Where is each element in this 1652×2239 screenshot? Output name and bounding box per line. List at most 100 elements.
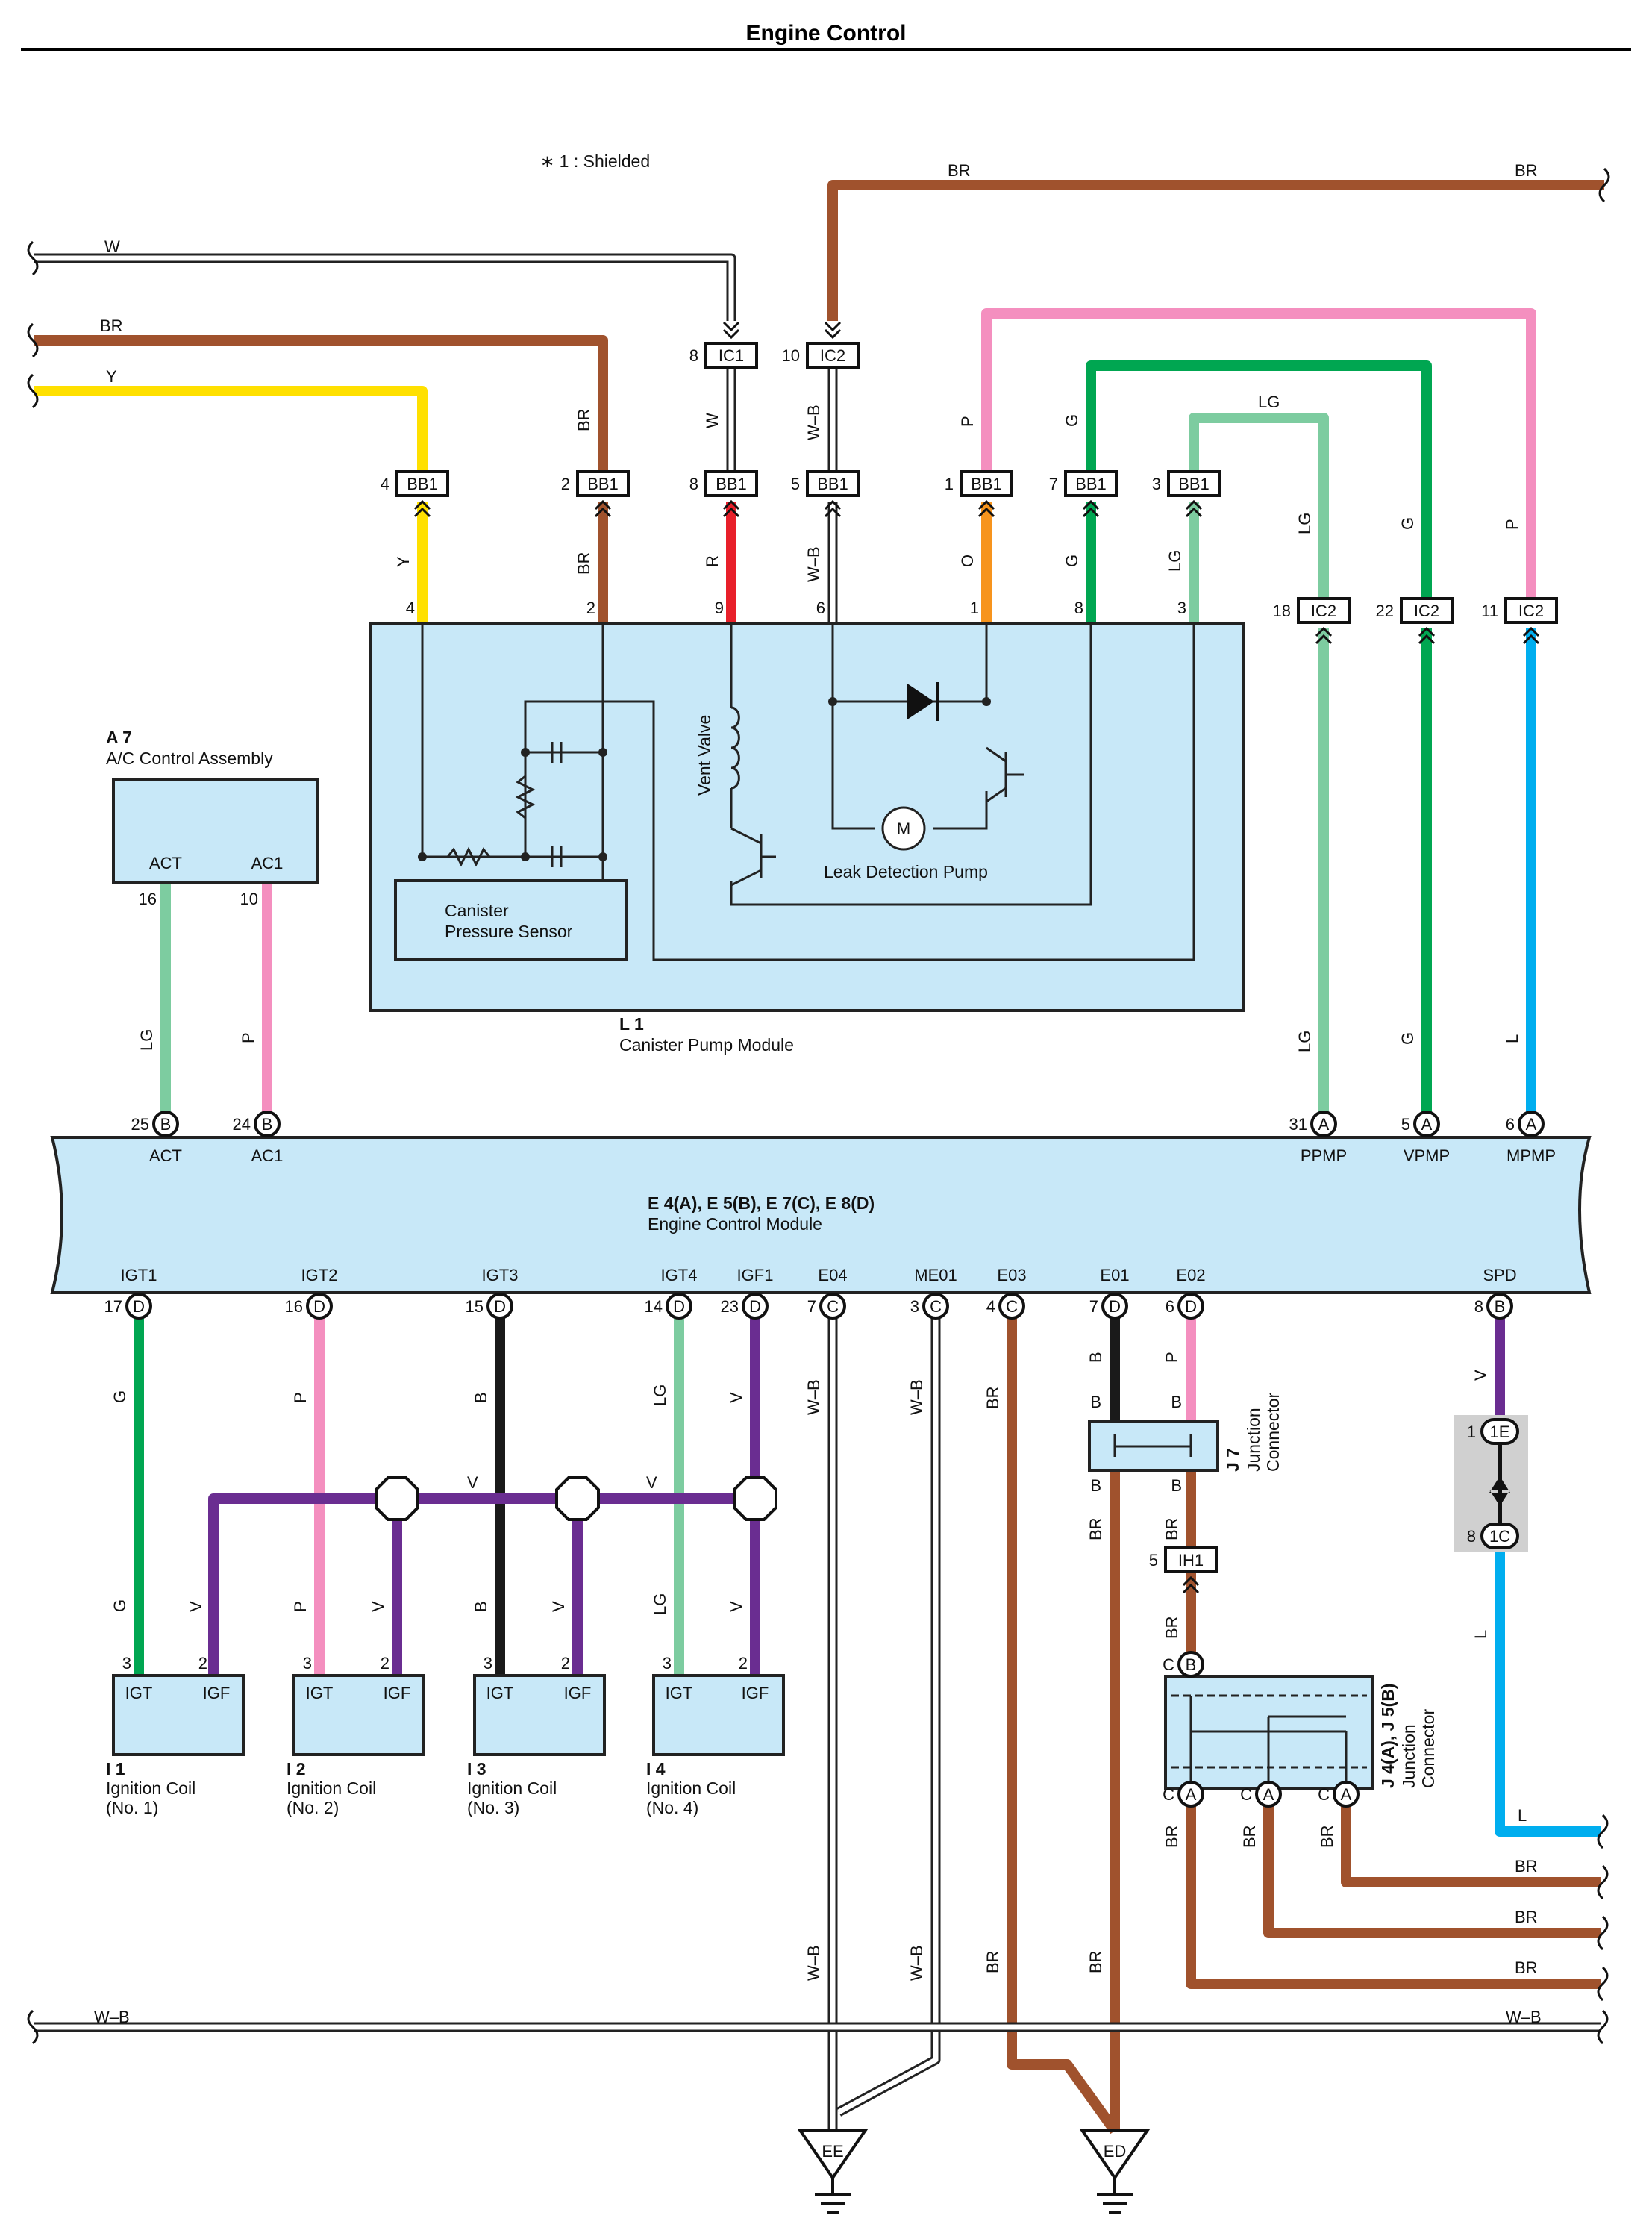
svg-text:BR: BR — [1515, 1908, 1538, 1926]
ecm-box — [50, 1136, 1592, 1294]
j45-pin-a-3: AC — [1318, 1781, 1360, 1808]
j7-code: J 7 — [1223, 1448, 1242, 1472]
j7-name-1: Junction — [1244, 1408, 1263, 1472]
motor-label: M — [897, 819, 910, 838]
ecm-pin-14: D14 — [645, 1293, 692, 1320]
svg-text:BB1: BB1 — [1075, 475, 1107, 493]
svg-text:BR: BR — [575, 552, 593, 575]
a7-pin-16: 16 — [139, 890, 157, 908]
svg-text:A: A — [1341, 1785, 1352, 1804]
svg-text:11: 11 — [1481, 602, 1498, 620]
l1-internal — [421, 624, 1195, 961]
svg-text:IC2: IC2 — [1311, 602, 1336, 620]
svg-text:C: C — [1006, 1297, 1018, 1316]
svg-text:BR: BR — [1163, 1517, 1181, 1540]
svg-text:4: 4 — [986, 1297, 995, 1316]
svg-text:8: 8 — [1467, 1527, 1476, 1546]
ecm-pin-15: D15 — [466, 1293, 513, 1320]
ecm-igt2: IGT2 — [301, 1266, 338, 1284]
conn-ic2-18: IC2 18 — [1273, 597, 1351, 645]
connectors-round: B25 B24 A31 A5 A6 D17 D16 D15 D14 D23 C7… — [104, 1111, 1545, 1808]
l1-pin-numbers: 4 2 9 6 1 8 3 — [406, 599, 1186, 617]
svg-text:BR: BR — [948, 161, 971, 180]
canister-sensor-label-1: Canister — [445, 901, 509, 920]
conn-bb1-4: BB1 4 — [381, 470, 449, 518]
svg-text:7: 7 — [807, 1297, 816, 1316]
svg-text:A: A — [1421, 1115, 1433, 1134]
coil3-igt: IGT — [486, 1684, 514, 1702]
conn-bb1-7: BB1 7 — [1049, 470, 1118, 518]
svg-text:A: A — [1318, 1115, 1330, 1134]
svg-text:LG: LG — [1166, 550, 1184, 572]
svg-text:BB1: BB1 — [817, 475, 848, 493]
coil4-name: Ignition Coil — [646, 1779, 736, 1798]
svg-text:BR: BR — [1515, 1857, 1538, 1876]
coil4-igf: IGF — [742, 1684, 769, 1702]
ground-ee-label: EE — [822, 2142, 843, 2161]
conn-ic2-22: IC2 22 — [1376, 597, 1454, 645]
svg-text:IC1: IC1 — [719, 346, 744, 365]
svg-text:15: 15 — [466, 1297, 484, 1316]
svg-text:BB1: BB1 — [587, 475, 619, 493]
svg-text:8: 8 — [1474, 1297, 1483, 1316]
svg-text:R: R — [703, 555, 722, 567]
svg-text:A: A — [1186, 1785, 1197, 1804]
svg-text:2: 2 — [739, 1654, 748, 1673]
coil3-code: I 3 — [467, 1759, 486, 1779]
conn-ic2-top: IC2 10 — [782, 321, 860, 369]
svg-text:2: 2 — [586, 599, 595, 617]
svg-text:6: 6 — [1166, 1297, 1174, 1316]
svg-text:W–B: W–B — [907, 1945, 926, 1981]
svg-text:BB1: BB1 — [971, 475, 1002, 493]
svg-text:3: 3 — [910, 1297, 919, 1316]
coil2-no: (No. 2) — [287, 1798, 339, 1817]
canister-sensor-label-2: Pressure Sensor — [445, 922, 573, 941]
ecm-pin-5: A5 — [1401, 1111, 1440, 1137]
svg-text:IH1: IH1 — [1178, 1551, 1204, 1570]
ecm-igt4: IGT4 — [661, 1266, 698, 1284]
svg-text:14: 14 — [645, 1297, 663, 1316]
svg-text:2: 2 — [561, 1654, 570, 1673]
svg-text:BR: BR — [1163, 1825, 1181, 1848]
canister-pressure-sensor — [394, 879, 628, 961]
svg-text:B: B — [1090, 1393, 1101, 1411]
ecm-pin-6: A6 — [1506, 1111, 1545, 1137]
motor-icon — [881, 806, 926, 851]
wire-lg-loop — [1189, 413, 1329, 603]
svg-text:B: B — [472, 1392, 490, 1403]
ecm-code: E 4(A), E 5(B), E 7(C), E 8(D) — [648, 1193, 875, 1213]
svg-text:B: B — [1086, 1352, 1105, 1363]
ecm-pin-4c: C4 — [986, 1293, 1025, 1320]
svg-text:D: D — [749, 1297, 761, 1316]
ecm-spd: SPD — [1483, 1266, 1516, 1284]
svg-text:B: B — [160, 1115, 172, 1134]
transistor-icon — [730, 746, 1024, 887]
svg-text:2: 2 — [198, 1654, 207, 1673]
svg-text:A: A — [1263, 1785, 1274, 1804]
svg-text:5: 5 — [1149, 1551, 1158, 1570]
coil1-igf: IGF — [203, 1684, 231, 1702]
leak-pump-label: Leak Detection Pump — [824, 862, 988, 881]
a7-pin-10: 10 — [240, 890, 258, 908]
svg-text:3: 3 — [1152, 475, 1161, 493]
svg-text:LG: LG — [651, 1593, 669, 1615]
j7-name-2: Connector — [1263, 1393, 1283, 1472]
svg-text:V: V — [467, 1473, 478, 1492]
svg-text:3: 3 — [303, 1654, 312, 1673]
svg-text:O: O — [958, 555, 977, 567]
wire-br-bb1 — [34, 335, 608, 478]
svg-text:W–B: W–B — [804, 1945, 823, 1981]
svg-text:17: 17 — [104, 1297, 122, 1316]
svg-text:B: B — [1186, 1655, 1197, 1674]
svg-text:8: 8 — [689, 475, 698, 493]
wire-labels-horizontal: W BR Y BR BR LG V V L BR BR BR W–B W–B — [94, 161, 1542, 2026]
svg-text:LG: LG — [1258, 393, 1280, 411]
coil3-igf: IGF — [564, 1684, 592, 1702]
ecm-pin-23: D23 — [721, 1293, 769, 1320]
svg-text:V: V — [369, 1601, 387, 1612]
svg-text:C: C — [930, 1297, 942, 1316]
coil3-no: (No. 3) — [467, 1798, 519, 1817]
ecm-pin-7c: C7 — [807, 1293, 846, 1320]
coil4-no: (No. 4) — [646, 1798, 698, 1817]
